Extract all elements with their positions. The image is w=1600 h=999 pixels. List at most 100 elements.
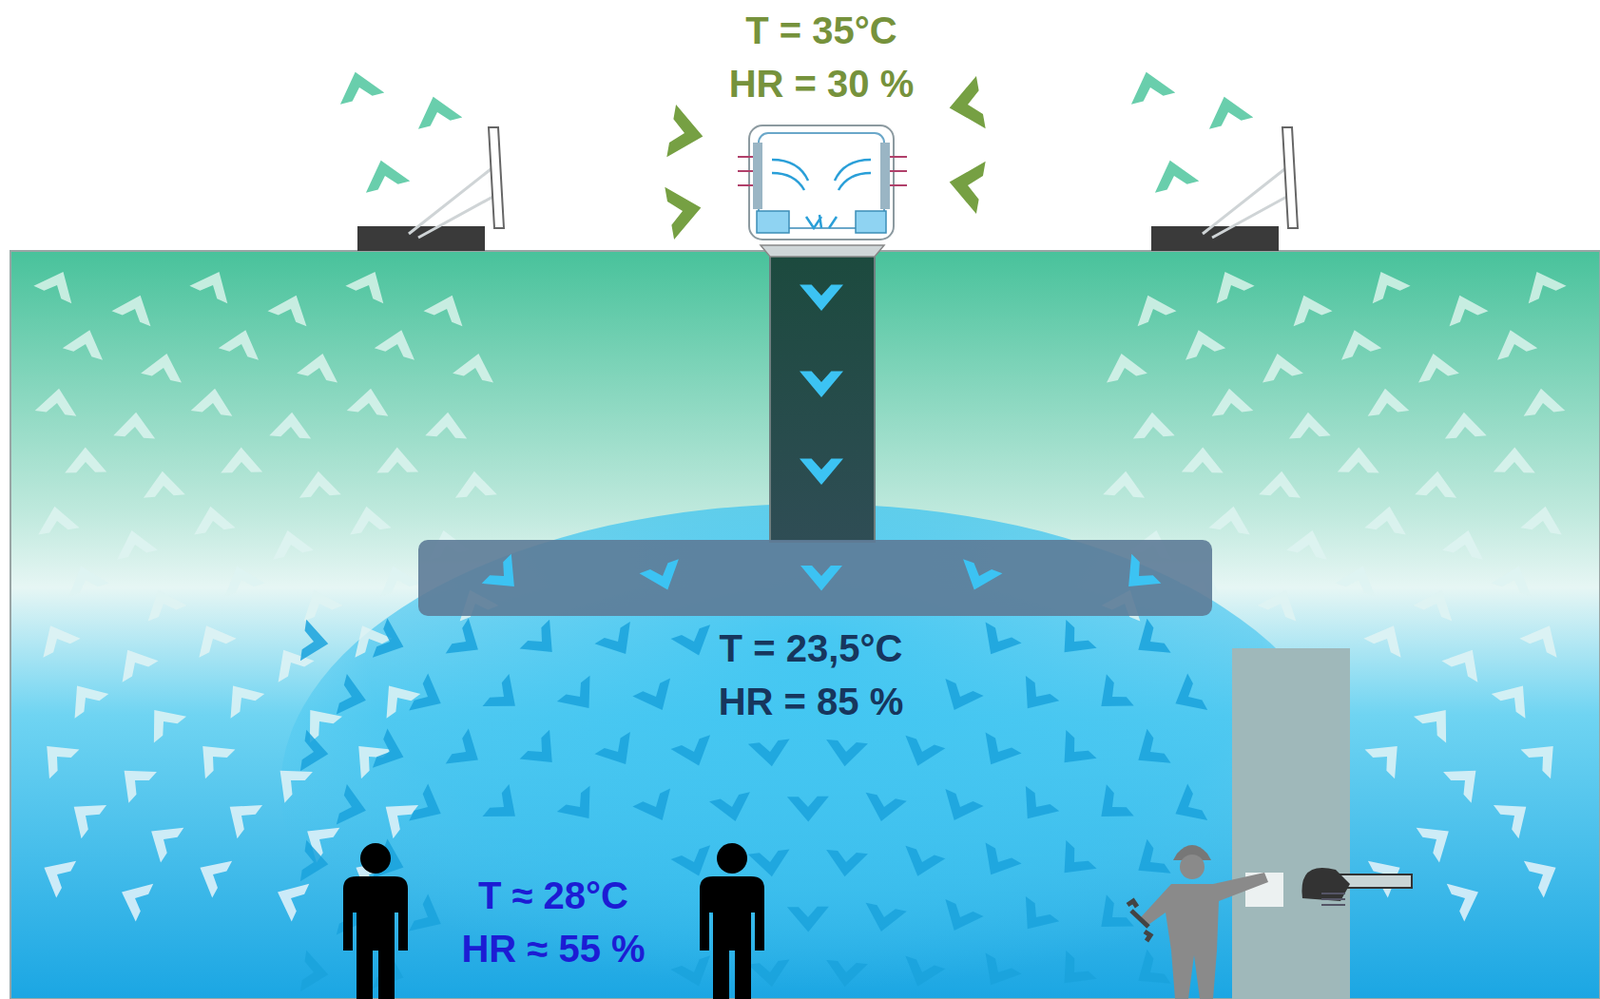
warm-air-arrow xyxy=(1520,502,1566,535)
warm-air-arrow xyxy=(1178,324,1227,361)
roof-vent xyxy=(357,127,504,251)
warm-air-arrow xyxy=(138,582,188,622)
warm-air-arrow xyxy=(1208,385,1254,417)
cold-air-arrow xyxy=(482,784,529,833)
cold-air-arrow xyxy=(824,739,868,769)
cold-air-arrow xyxy=(336,784,372,831)
duct-arrow xyxy=(799,371,844,399)
warm-air-arrow xyxy=(191,385,236,417)
exhaust-arrow xyxy=(1201,91,1254,130)
cold-air-arrow xyxy=(1087,784,1135,833)
diffuser-arrow xyxy=(481,554,530,602)
warm-air-arrow xyxy=(1368,848,1410,898)
cold-air-arrow xyxy=(520,619,568,668)
warm-air-arrow xyxy=(1365,732,1413,780)
intake-arrow xyxy=(944,76,986,135)
warm-air-arrow xyxy=(1206,263,1255,305)
warm-air-arrow xyxy=(293,696,343,743)
cold-air-arrow xyxy=(300,730,331,775)
cold-air-zone xyxy=(280,503,1346,999)
warm-air-arrow xyxy=(1414,469,1459,499)
warm-air-arrow xyxy=(1364,502,1410,535)
condition-label: T ≈ 28°C xyxy=(478,872,629,919)
warm-air-arrow xyxy=(1131,410,1176,440)
warm-air-arrow xyxy=(1416,813,1461,863)
cold-air-arrow xyxy=(632,678,681,720)
cold-air-arrow xyxy=(300,619,331,665)
evaporative-cooler xyxy=(737,125,907,257)
warm-air-arrow xyxy=(345,263,394,305)
cold-air-arrow xyxy=(935,789,984,829)
cold-air-arrow xyxy=(787,796,829,823)
warm-air-arrow xyxy=(1520,385,1565,417)
cold-air-arrow xyxy=(372,729,411,778)
warm-air-arrow xyxy=(34,502,80,535)
warm-air-arrow xyxy=(1493,446,1536,473)
exhaust-arrow xyxy=(332,66,385,105)
warm-air-arrow xyxy=(1256,348,1304,384)
cold-air-arrow xyxy=(860,792,907,827)
warm-air-arrow xyxy=(113,410,157,440)
cold-air-arrow xyxy=(671,734,719,773)
warm-air-arrow xyxy=(31,732,79,780)
cold-air-arrow xyxy=(787,906,829,933)
cold-air-arrow xyxy=(748,848,793,880)
warm-air-arrow xyxy=(1181,446,1224,473)
warm-air-arrow xyxy=(109,639,158,683)
cold-air-arrow xyxy=(1087,894,1135,944)
cold-air-arrow xyxy=(935,678,984,719)
warm-air-arrow xyxy=(59,674,109,719)
warm-air-arrow xyxy=(1491,674,1541,719)
warm-air-arrow xyxy=(187,732,235,780)
warm-air-arrow xyxy=(1518,263,1567,305)
warm-air-arrow xyxy=(218,324,267,361)
warm-air-arrow xyxy=(1442,525,1489,560)
warm-air-arrow xyxy=(111,525,158,560)
cold-air-arrow xyxy=(972,842,1022,886)
warm-air-arrow xyxy=(1490,324,1539,361)
warm-air-arrow xyxy=(1256,582,1306,622)
warm-air-arrow xyxy=(190,848,232,898)
duct-arrow xyxy=(799,459,844,486)
cold-air-arrow xyxy=(1048,619,1097,667)
exhaust-arrow xyxy=(358,154,410,193)
warm-air-arrow xyxy=(1102,469,1147,499)
warm-air-arrow xyxy=(297,469,342,499)
warm-air-arrow xyxy=(1413,696,1463,743)
cold-air-arrow xyxy=(972,621,1022,665)
diffuser-arrow xyxy=(800,565,843,591)
cold-air-arrow xyxy=(897,956,945,994)
warm-air-arrow xyxy=(1493,790,1540,839)
cold-air-arrow xyxy=(445,618,490,668)
warm-air-arrow xyxy=(113,873,154,923)
warm-air-arrow xyxy=(216,790,263,839)
cold-air-arrow xyxy=(897,735,945,773)
cold-air-arrow xyxy=(748,738,793,770)
warm-air-arrow xyxy=(423,288,472,328)
condition-label: T = 35°C xyxy=(745,7,897,54)
cold-air-arrow xyxy=(1048,840,1097,887)
cold-air-arrow xyxy=(1126,949,1172,999)
warm-air-arrow xyxy=(141,469,186,499)
cold-air-arrow xyxy=(632,789,681,830)
cold-air-arrow xyxy=(445,729,490,778)
warm-air-arrow xyxy=(372,790,419,839)
warm-air-arrow xyxy=(372,559,421,597)
warm-air-arrow xyxy=(110,754,157,803)
cold-air-arrow xyxy=(897,846,945,884)
cold-air-arrow xyxy=(671,955,719,994)
warm-air-arrow xyxy=(62,324,111,361)
cold-air-arrow xyxy=(408,673,450,722)
machine xyxy=(1232,648,1412,999)
warm-air-arrow xyxy=(1286,525,1333,560)
cold-air-arrow xyxy=(748,959,793,990)
warm-air-arrow xyxy=(346,385,392,417)
warm-air-arrow xyxy=(1258,469,1303,499)
warm-air-arrow xyxy=(453,469,498,499)
duct-arrows xyxy=(481,285,1162,602)
warm-air-arrow xyxy=(1443,410,1487,440)
cold-air-arrow xyxy=(972,952,1022,996)
cold-air-arrow xyxy=(300,950,331,996)
warm-air-arrow xyxy=(296,348,344,384)
